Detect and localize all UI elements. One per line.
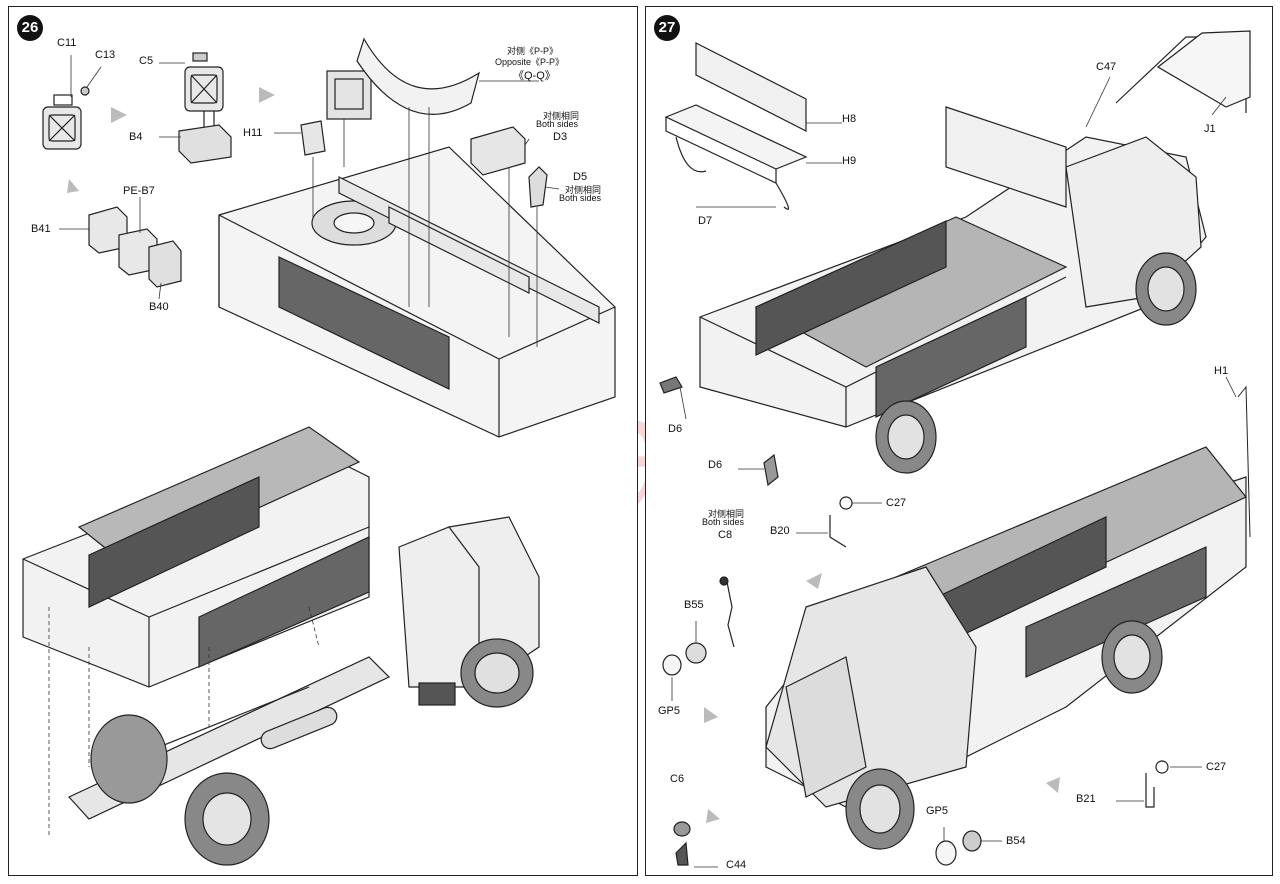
step-number-26: 26 [17, 15, 43, 41]
mirror-arm-b21 [1145, 773, 1155, 808]
label-j1: J1 [1204, 123, 1216, 135]
part-c6 [673, 821, 691, 837]
label-b40: B40 [149, 301, 169, 313]
label-c27-b: C27 [1206, 761, 1227, 773]
label-c11: C11 [57, 37, 77, 49]
plate-h11 [300, 120, 326, 156]
lower-truck-assembly [22, 426, 540, 866]
label-d5: D5 [573, 171, 588, 183]
step-26-drawing [22, 37, 616, 866]
label-d6-b: D6 [708, 459, 723, 471]
mirror-c27-b [1155, 760, 1169, 774]
mirror-arm-b20 [829, 515, 847, 548]
step-number-27: 27 [654, 15, 680, 41]
label-same-cn: 对侧相同 [543, 111, 580, 121]
jerrycan-c5-b4 [178, 52, 232, 164]
headlight-b55 [685, 642, 707, 664]
label-opposite-en: Opposite《P-P》 [495, 57, 565, 67]
label-b21: B21 [1076, 793, 1096, 805]
label-gp5-a: GP5 [658, 705, 681, 717]
label-c8: C8 [718, 529, 733, 541]
label-both-sides-2: Both sides [559, 193, 602, 203]
label-c27-a: C27 [886, 497, 907, 509]
label-c5: C5 [139, 55, 154, 67]
label-gp5-b: GP5 [926, 805, 949, 817]
mirror-c27-a [839, 496, 853, 510]
holder-top [326, 70, 372, 120]
label-b41: B41 [31, 223, 51, 235]
light-b54 [962, 830, 982, 852]
label-b20: B20 [770, 525, 790, 537]
label-opposite-cn: 对侧《P-P》 [507, 46, 559, 56]
lens-gp5-a [662, 654, 682, 676]
bench-seat [664, 42, 808, 210]
label-both-sides: Both sides [536, 119, 579, 129]
bracket-b41-b40 [88, 206, 182, 288]
label-b4: B4 [129, 131, 143, 143]
label-both-sides: Both sides [702, 517, 745, 527]
step-27-drawing [659, 30, 1251, 868]
part-d6-a [659, 376, 683, 394]
lower-truck-view [765, 385, 1251, 850]
label-d6-a: D6 [668, 423, 683, 435]
upper-truck-bed [218, 146, 616, 438]
label-b54: B54 [1006, 835, 1026, 847]
label-same-cn: 对侧相同 [708, 509, 745, 519]
label-d3: D3 [553, 131, 568, 143]
label-h8: H8 [842, 113, 857, 125]
jerrycan-c11 [42, 94, 82, 150]
lens-gp5-b [935, 840, 957, 866]
label-d7: D7 [698, 215, 713, 227]
part-c44 [675, 841, 689, 866]
label-b55: B55 [684, 599, 704, 611]
label-c6: C6 [670, 773, 685, 785]
label-c44: C44 [726, 859, 747, 871]
upper-truck-view [699, 106, 1207, 474]
box-d3 [470, 126, 526, 176]
step-27-panel: 27 H8 H9 D7 C47 J1 D6 D6 C27 B20 对侧相同 Bo… [645, 6, 1273, 876]
part-d5 [528, 166, 548, 208]
label-h9: H9 [842, 155, 857, 167]
part-d6-b [763, 453, 779, 487]
cap-c13 [80, 86, 90, 96]
label-pe-b7: PE-B7 [123, 185, 155, 197]
step-26-panel: 26 C11 C13 C5 B4 H11 对侧《P-P》 Opposite《P-… [8, 6, 638, 876]
mudguard-part [356, 37, 480, 115]
label-h1: H1 [1214, 365, 1229, 377]
label-qq: 《Q-Q》 [513, 70, 556, 82]
part-c8 [725, 576, 735, 648]
label-c47: C47 [1096, 61, 1117, 73]
label-h11: H11 [243, 127, 263, 139]
label-same-cn-2: 对侧相同 [565, 185, 602, 195]
label-c13: C13 [95, 49, 116, 61]
